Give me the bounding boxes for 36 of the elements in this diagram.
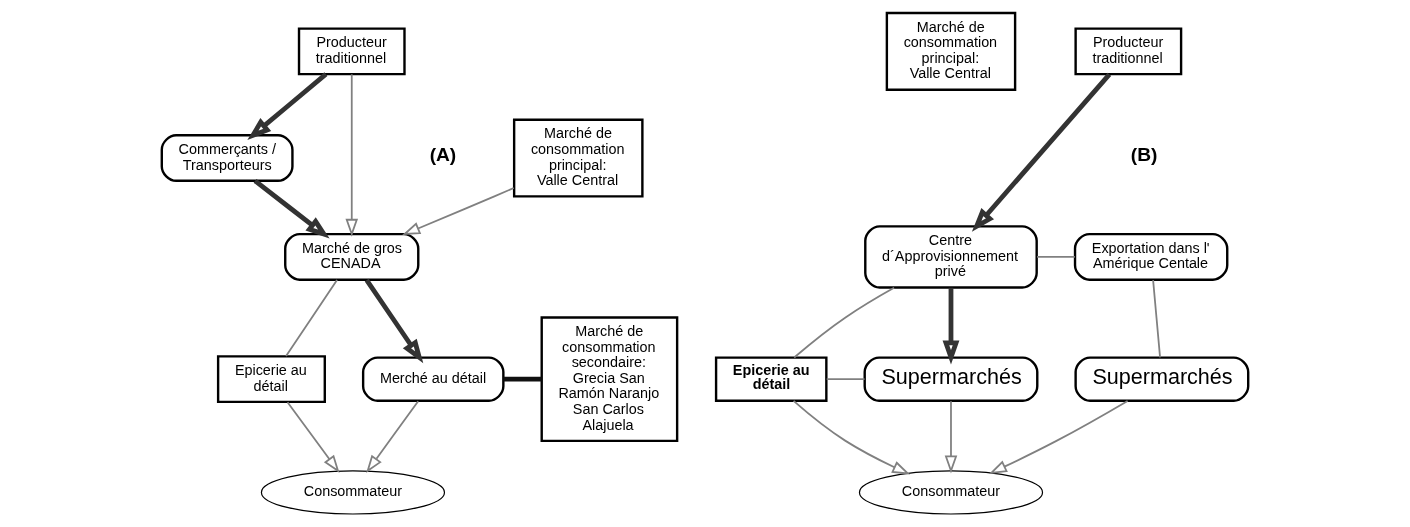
- node-box: Epicerie au détail: [216, 355, 326, 404]
- node-box: Marché de consommation principal: Valle Central: [885, 11, 1017, 91]
- node-box: Producteur traditionnel: [1074, 27, 1183, 76]
- connector: [503, 376, 542, 382]
- node-box: Epicerie au détail: [714, 356, 828, 402]
- arrow: [942, 287, 960, 365]
- arrow: [364, 278, 424, 364]
- node-box: Marché de gros CENADA: [284, 232, 420, 281]
- connector: [825, 378, 866, 381]
- node-box: Merché au détail: [361, 356, 505, 402]
- node-ellipse: Consommateur: [260, 470, 446, 515]
- node-box: Centre d´Approvisionnement privé: [864, 225, 1038, 289]
- node-box: Exportation dans l' Amérique Centale: [1073, 232, 1229, 281]
- arrow: [402, 187, 515, 236]
- node-ellipse: Consommateur: [858, 470, 1044, 515]
- node-box: Marché de consommation principal: Valle Central: [512, 118, 644, 198]
- arrow: [286, 401, 340, 474]
- label: (A): [429, 144, 457, 166]
- connector: [1152, 279, 1161, 359]
- arrow: [944, 400, 958, 474]
- arrow: [253, 179, 330, 239]
- node-box: Producteur traditionnel: [297, 27, 406, 76]
- node-box: Marché de consommation secondaire: Grecia San Ramón Naranjo San Carlos Alajuela: [540, 316, 679, 443]
- arrow: [247, 72, 328, 140]
- arrow: [345, 73, 359, 237]
- connector: [1036, 256, 1076, 258]
- label: (B): [1130, 144, 1158, 166]
- arrow: [366, 400, 420, 474]
- node-box: Supermarchés: [1074, 356, 1250, 402]
- arrow: [988, 400, 1129, 474]
- arrow: [971, 72, 1112, 232]
- connector: [793, 286, 895, 359]
- node-box: Commerçants / Transporteurs: [160, 134, 294, 182]
- node-box: Supermarchés: [863, 356, 1039, 402]
- connector: [285, 279, 338, 357]
- arrow: [792, 400, 911, 475]
